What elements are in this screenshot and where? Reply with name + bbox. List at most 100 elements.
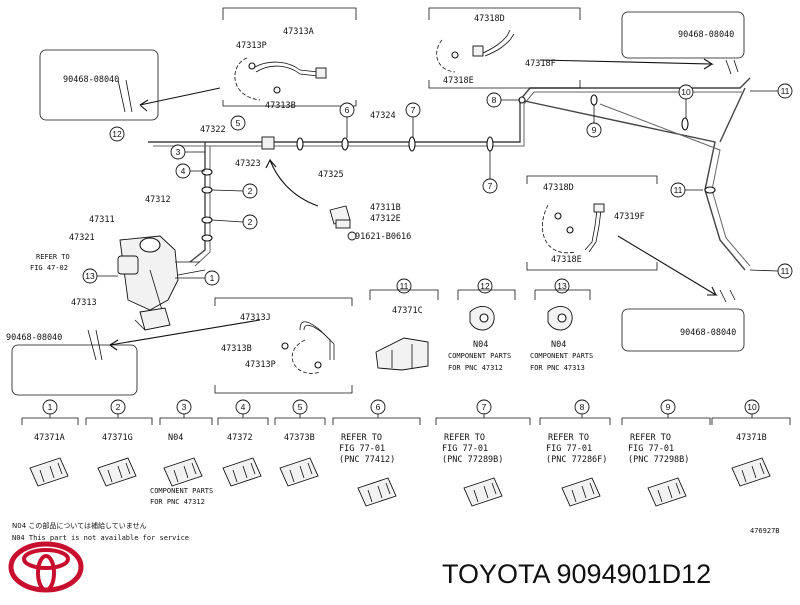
callout-3: 3 — [170, 144, 186, 160]
svg-text:2: 2 — [248, 186, 253, 196]
svg-text:47371C: 47371C — [392, 306, 423, 316]
svg-text:REFER TO: REFER TO — [548, 433, 589, 443]
flex-hoses — [234, 29, 605, 374]
svg-text:FIG 77-01: FIG 77-01 — [546, 444, 592, 454]
svg-text:12: 12 — [480, 281, 490, 291]
svg-text:47325: 47325 — [318, 170, 344, 180]
svg-text:(PNC 77298B): (PNC 77298B) — [628, 455, 689, 465]
svg-text:2: 2 — [116, 402, 121, 412]
svg-text:47313A: 47313A — [283, 27, 314, 37]
master-cylinder-illustration — [117, 235, 206, 331]
toyota-logo-icon — [8, 541, 84, 593]
callout-12: 12 — [109, 126, 125, 142]
svg-text:90468-08040: 90468-08040 — [680, 328, 736, 338]
callout-7b: 7 — [482, 178, 498, 194]
svg-text:5: 5 — [236, 118, 241, 128]
svg-text:47313P: 47313P — [236, 41, 267, 51]
svg-text:4: 4 — [241, 402, 246, 412]
svg-text:4: 4 — [181, 166, 186, 176]
callout-11a: 11 — [670, 182, 686, 198]
figure-id: 476927B — [750, 527, 780, 535]
svg-text:91621-B0616: 91621-B0616 — [355, 232, 411, 242]
svg-text:47371G: 47371G — [102, 433, 133, 443]
svg-text:1: 1 — [210, 273, 215, 283]
svg-text:11: 11 — [781, 266, 790, 276]
svg-text:FIG 77-01: FIG 77-01 — [442, 444, 488, 454]
svg-text:47371B: 47371B — [736, 433, 767, 443]
svg-text:47372: 47372 — [227, 433, 253, 443]
brake-line-routing — [148, 77, 751, 271]
callout-4: 4 — [175, 163, 191, 179]
svg-text:N04: N04 — [168, 433, 183, 443]
svg-text:47311: 47311 — [89, 215, 115, 225]
svg-text:5: 5 — [298, 402, 303, 412]
svg-text:6: 6 — [345, 105, 350, 115]
svg-text:11: 11 — [674, 185, 683, 195]
svg-text:47311B: 47311B — [370, 203, 401, 213]
small-parts — [87, 59, 739, 371]
svg-text:47318D: 47318D — [543, 183, 574, 193]
svg-text:FIG 77-01: FIG 77-01 — [339, 444, 385, 454]
svg-text:11: 11 — [781, 86, 790, 96]
svg-text:47312: 47312 — [145, 195, 171, 205]
legend-item-4: 4 47372 — [217, 399, 269, 487]
svg-text:47322: 47322 — [200, 125, 226, 135]
svg-text:47319F: 47319F — [614, 212, 645, 222]
svg-text:11: 11 — [400, 281, 409, 291]
svg-text:REFER TO: REFER TO — [36, 253, 70, 261]
svg-text:COMPONENT PARTS: COMPONENT PARTS — [448, 352, 511, 360]
legend-item-2: 2 47371G — [85, 399, 153, 487]
callout-11b: 11 — [777, 83, 793, 99]
svg-text:FIG 47-02: FIG 47-02 — [30, 264, 68, 272]
svg-text:COMPONENT PARTS: COMPONENT PARTS — [150, 487, 213, 495]
svg-text:N04: N04 — [551, 340, 566, 350]
callout-7a: 7 — [405, 102, 421, 118]
footnote-japanese: N04 この部品については補給していません — [12, 521, 147, 530]
svg-text:7: 7 — [488, 181, 493, 191]
svg-text:90468-08040: 90468-08040 — [6, 333, 62, 343]
svg-text:6: 6 — [376, 402, 381, 412]
callout-2b: 2 — [242, 214, 258, 230]
svg-text:9: 9 — [592, 125, 597, 135]
svg-text:47313B: 47313B — [221, 344, 252, 354]
svg-text:13: 13 — [557, 281, 567, 291]
svg-text:9: 9 — [666, 402, 671, 412]
part-labels: 47313A 47313P 47313B 47318D 47318E 47318… — [6, 14, 736, 372]
svg-text:7: 7 — [411, 105, 416, 115]
callout-6: 6 — [339, 102, 355, 118]
callout-5: 5 — [230, 115, 246, 131]
callouts: 12 3 4 2 2 5 6 7 7 8 9 10 11 11 11 1 13 … — [82, 83, 793, 294]
svg-text:(PNC 77412): (PNC 77412) — [339, 455, 395, 465]
svg-text:47373B: 47373B — [284, 433, 315, 443]
reference-arrows — [109, 58, 718, 351]
svg-text:47323: 47323 — [235, 159, 261, 169]
svg-text:(PNC 77286F): (PNC 77286F) — [546, 455, 607, 465]
svg-text:47321: 47321 — [69, 233, 95, 243]
callout-9: 9 — [586, 122, 602, 138]
svg-text:13: 13 — [85, 271, 95, 281]
callout-2a: 2 — [242, 183, 258, 199]
svg-text:47318E: 47318E — [551, 255, 582, 265]
legend-item-5: 5 47373B — [274, 399, 326, 487]
svg-text:12: 12 — [112, 129, 122, 139]
svg-text:10: 10 — [747, 402, 757, 412]
callout-12b: 12 — [477, 278, 493, 294]
svg-text:1: 1 — [48, 402, 53, 412]
callout-11d: 11 — [396, 278, 412, 294]
group-boxes — [11, 7, 745, 396]
svg-text:COMPONENT PARTS: COMPONENT PARTS — [530, 352, 593, 360]
svg-text:47313J: 47313J — [240, 313, 271, 323]
svg-text:FOR PNC 47312: FOR PNC 47312 — [448, 364, 503, 372]
callout-13: 13 — [82, 268, 98, 284]
svg-text:FIG 77-01: FIG 77-01 — [628, 444, 674, 454]
svg-text:FOR PNC 47312: FOR PNC 47312 — [150, 498, 205, 506]
svg-text:47318E: 47318E — [443, 76, 474, 86]
